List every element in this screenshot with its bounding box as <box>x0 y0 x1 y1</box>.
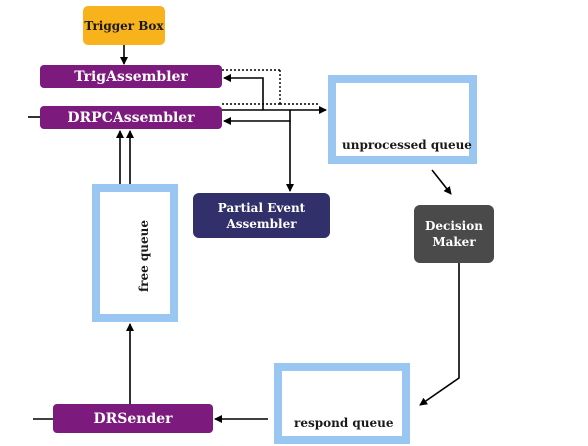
decision-maker: Decision Maker <box>414 205 494 263</box>
trigger-box: Trigger Box <box>83 6 165 45</box>
trig-assembler: TrigAssembler <box>40 65 222 88</box>
edge-return-to-drpc <box>223 110 291 125</box>
drpc-assembler: DRPCAssembler <box>40 106 222 129</box>
unprocessed-queue-label: unprocessed queue <box>342 138 472 152</box>
unprocessed-queue: unprocessed queue <box>328 75 477 164</box>
edge-unprocessed-to-decision <box>431 169 452 195</box>
dr-sender: DRSender <box>53 404 213 433</box>
free-queue: free queue <box>92 184 178 322</box>
edge-decision-to-respond <box>419 263 460 406</box>
partial-event-assembler: Partial Event Assembler <box>193 193 330 238</box>
edge-return-to-trig <box>223 74 264 110</box>
respond-queue: respond queue <box>274 363 410 444</box>
respond-queue-label: respond queue <box>294 416 394 430</box>
